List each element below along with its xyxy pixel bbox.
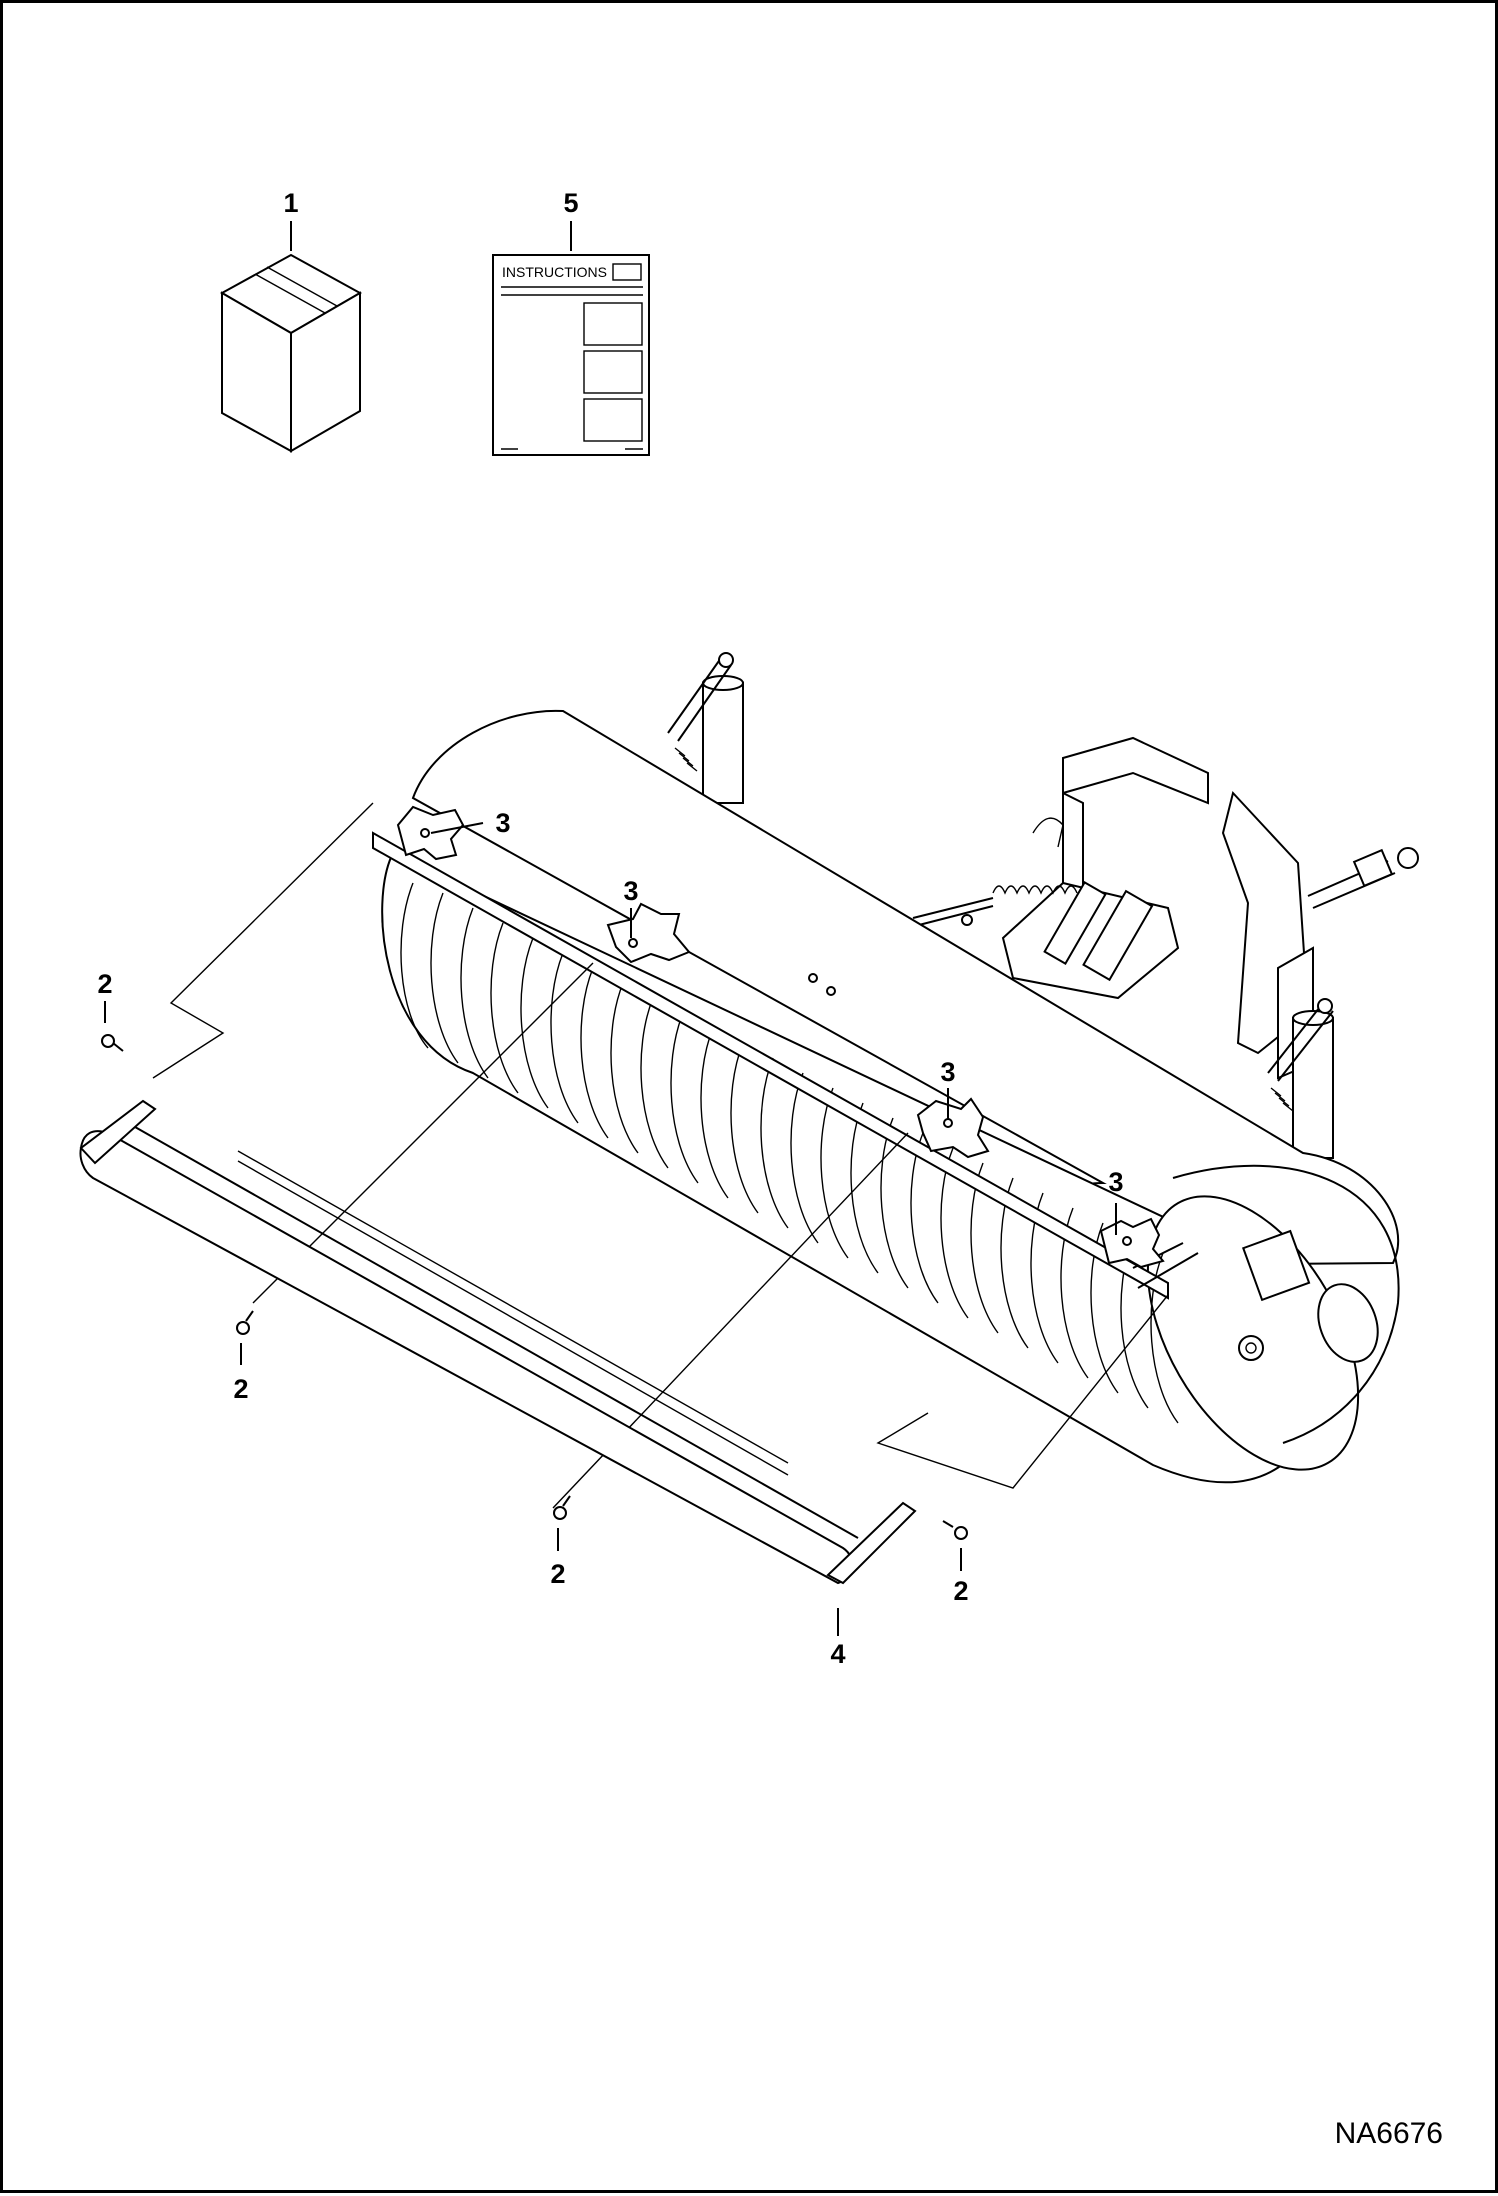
leader-line-decal-left xyxy=(430,822,484,834)
callout-manual: 5 xyxy=(563,188,578,218)
shroud-front-lip xyxy=(372,831,1169,1300)
bolt-center-left xyxy=(236,1310,254,1335)
callout-deflector: 4 xyxy=(830,1639,845,1669)
exploded-parts-diagram: 1 INSTRUCTIONS 5 xyxy=(79,188,1443,2150)
instruction-manual-illustration xyxy=(492,254,650,456)
callout-bolt-right: 2 xyxy=(953,1576,968,1606)
shroud-lip-end-2 xyxy=(1137,1252,1199,1289)
callout-kit-box: 1 xyxy=(283,188,298,218)
bolt-center-right xyxy=(553,1495,571,1520)
decal-left xyxy=(396,805,465,861)
bolt-right xyxy=(942,1520,968,1540)
sweeper-drum xyxy=(381,709,1400,1484)
decal-right xyxy=(1099,1217,1165,1269)
manual-heading: INSTRUCTIONS xyxy=(502,264,607,280)
kit-box-illustration xyxy=(219,253,363,453)
mount-hole xyxy=(808,973,818,983)
callout-decal-left: 3 xyxy=(495,808,510,838)
figure-reference-code: NA6676 xyxy=(1335,2117,1443,2150)
mount-hole xyxy=(826,986,836,996)
callout-bolt-center-left: 2 xyxy=(233,1374,248,1404)
callout-decal-center-left: 3 xyxy=(623,876,638,906)
callout-decal-right: 3 xyxy=(1108,1167,1123,1197)
callout-bolt-left: 2 xyxy=(97,969,112,999)
deflector-flap xyxy=(79,1099,917,1585)
decal-center-left xyxy=(606,902,691,964)
callout-decal-center-right: 3 xyxy=(940,1057,955,1087)
callout-bolt-center-right: 2 xyxy=(550,1559,565,1589)
broom-bristles xyxy=(400,882,1179,1424)
bolt-left xyxy=(101,1034,124,1052)
sweeper-mount-frame xyxy=(667,652,1419,1159)
